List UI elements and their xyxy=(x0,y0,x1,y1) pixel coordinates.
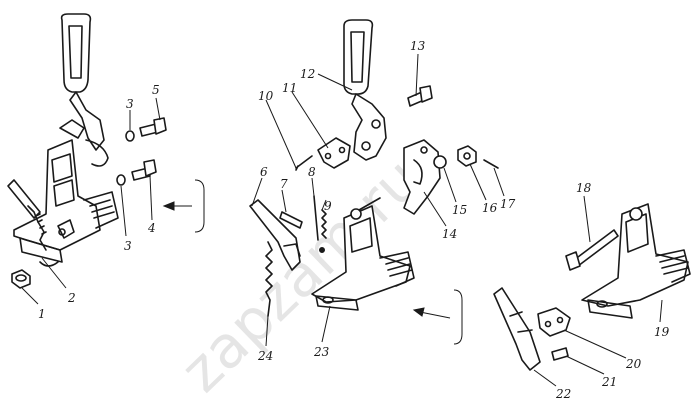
callout-9: 9 xyxy=(324,199,332,213)
part-3-washer-lower xyxy=(116,174,126,186)
callout-4: 4 xyxy=(147,221,156,235)
leader-lines xyxy=(21,53,663,387)
part-6-lever xyxy=(249,199,301,271)
callout-23: 23 xyxy=(313,345,330,359)
part-16-nut xyxy=(457,145,477,167)
part-9-spring xyxy=(321,209,327,239)
callout-3a: 3 xyxy=(126,97,134,111)
arrow-left xyxy=(162,179,205,233)
callout-24: 24 xyxy=(257,349,273,363)
part-20-link-plate xyxy=(537,307,571,337)
part-9-spring-end xyxy=(319,247,325,253)
left-assembled-lock xyxy=(7,13,119,267)
callout-17: 17 xyxy=(500,197,516,211)
part-7-bolt xyxy=(279,211,303,229)
callout-7: 7 xyxy=(280,177,288,191)
part-12-handle xyxy=(343,19,387,161)
callout-21: 21 xyxy=(601,375,617,389)
callout-1: 1 xyxy=(38,307,46,321)
part-3-washer-upper xyxy=(125,130,135,142)
part-10-pin xyxy=(295,155,313,171)
part-23-lock-body xyxy=(311,197,415,311)
part-18-bolt xyxy=(565,229,619,271)
callout-19: 19 xyxy=(654,325,670,339)
part-1-nut xyxy=(11,269,31,289)
part-24-spring xyxy=(265,241,273,317)
part-4-bolt xyxy=(131,159,157,181)
callout-8: 8 xyxy=(308,165,316,179)
part-8-pin xyxy=(313,195,319,241)
part-22-lever xyxy=(493,287,541,371)
part-21-pin xyxy=(551,347,569,361)
callout-20: 20 xyxy=(625,357,642,371)
callout-3b: 3 xyxy=(124,239,132,253)
callout-2: 2 xyxy=(67,291,76,305)
part-13-bolt xyxy=(407,85,433,107)
callout-22: 22 xyxy=(555,387,571,401)
part-11-link-plate xyxy=(317,137,351,169)
callout-15: 15 xyxy=(452,203,467,217)
callout-12: 12 xyxy=(300,67,315,81)
part-15-washer xyxy=(433,155,447,169)
callout-14: 14 xyxy=(442,227,457,241)
callout-18: 18 xyxy=(576,181,592,195)
callout-16: 16 xyxy=(482,201,498,215)
callout-10: 10 xyxy=(258,89,274,103)
callout-6: 6 xyxy=(260,165,268,179)
callout-13: 13 xyxy=(410,39,426,53)
part-19-lock-body xyxy=(581,203,691,319)
part-5-bolt xyxy=(139,117,167,137)
arrow-right xyxy=(412,289,463,345)
callout-5: 5 xyxy=(152,83,160,97)
callout-11: 11 xyxy=(282,81,297,95)
part-14-hook xyxy=(403,139,441,215)
part-17-pin xyxy=(483,159,499,169)
